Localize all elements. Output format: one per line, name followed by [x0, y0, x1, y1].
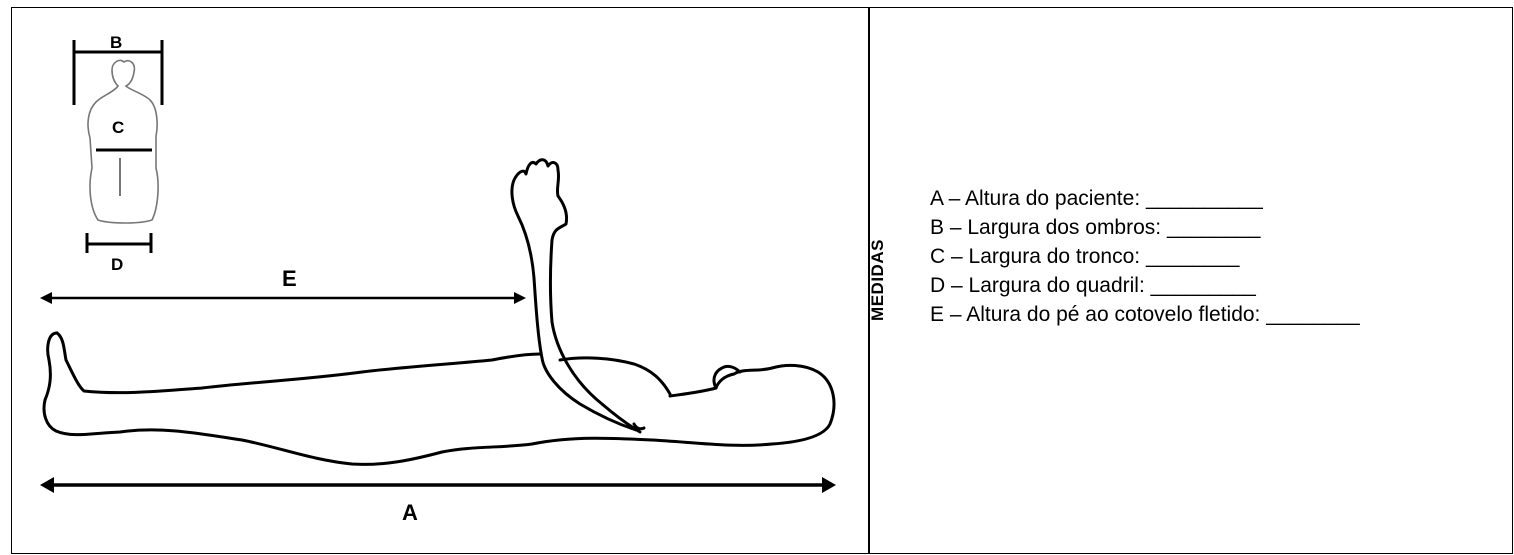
patient-diagram-svg: B C D E: [12, 8, 867, 553]
list-item-d: D – Largura do quadril: _________: [930, 271, 1360, 300]
arrow-a: [40, 477, 836, 493]
label-a: A: [402, 500, 418, 525]
list-item-c: C – Largura do tronco: ________: [930, 242, 1360, 271]
label-e: E: [282, 266, 297, 291]
front-view-figure: [74, 40, 162, 253]
measures-side-label-text: MEDIDAS: [868, 239, 888, 321]
label-d: D: [111, 255, 123, 274]
list-item-b: B – Largura dos ombros: ________: [930, 213, 1360, 242]
list-item-a: A – Altura do paciente: __________: [930, 184, 1360, 213]
arrow-e: [40, 292, 526, 304]
label-b: B: [110, 33, 122, 52]
measurement-list: A – Altura do paciente: __________ B – L…: [930, 184, 1360, 329]
lying-patient-figure: [44, 160, 834, 465]
label-c: C: [112, 118, 124, 137]
list-item-e: E – Altura do pé ao cotovelo fletido: __…: [930, 300, 1360, 329]
patient-measurement-figure: B C D E: [12, 8, 867, 553]
measures-side-label: MEDIDAS: [858, 200, 898, 360]
